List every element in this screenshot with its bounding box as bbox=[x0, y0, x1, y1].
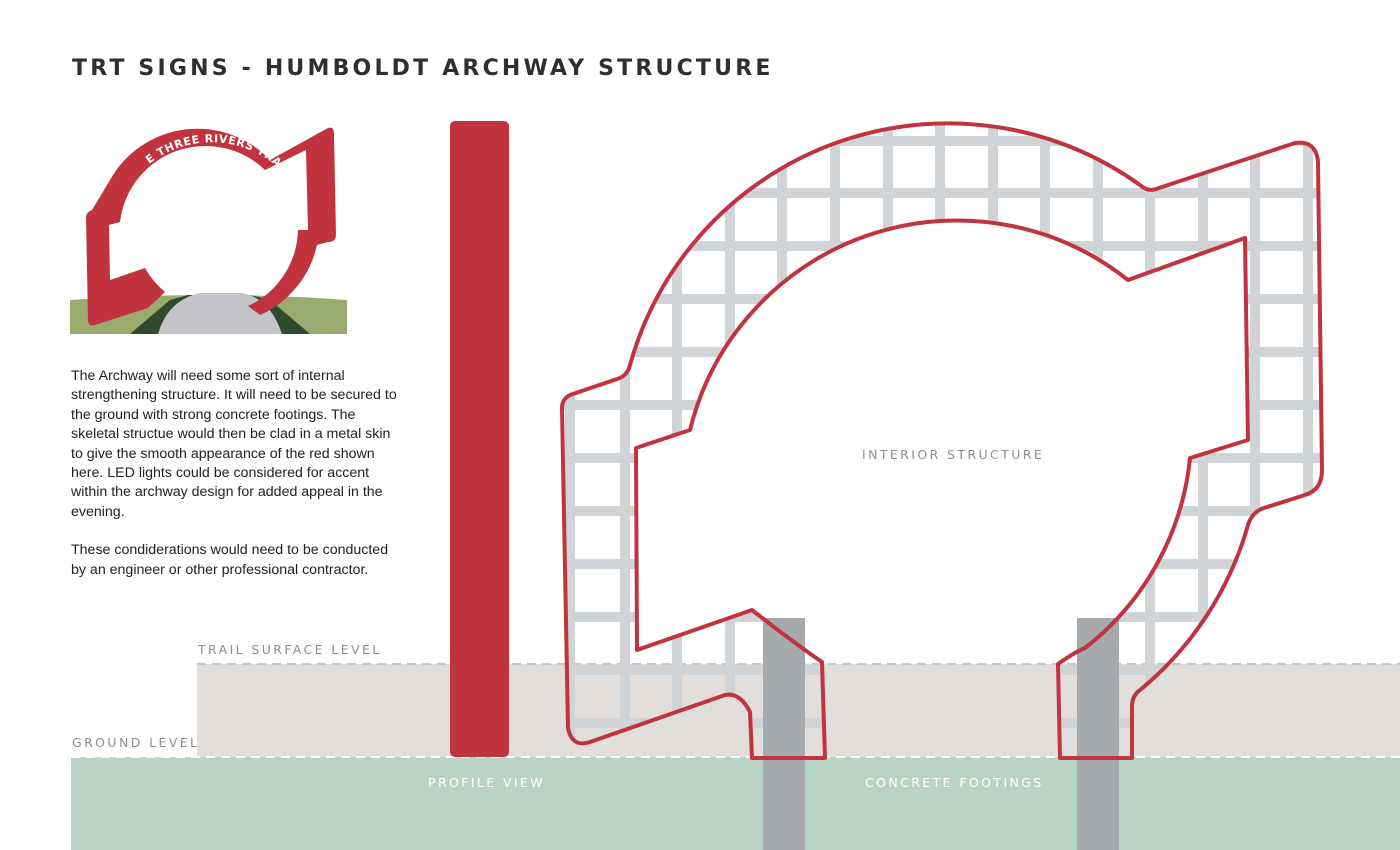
grid-row bbox=[562, 559, 1322, 569]
profile-view-label: PROFILE VIEW bbox=[428, 775, 546, 790]
grid-row bbox=[562, 400, 1322, 410]
thumbnail-arch bbox=[86, 127, 336, 326]
grid-row bbox=[562, 612, 1322, 622]
archway-outline bbox=[560, 121, 1324, 760]
page-title: TRT SIGNS - HUMBOLDT ARCHWAY STRUCTURE bbox=[72, 56, 774, 81]
trail-surface-level-label: TRAIL SURFACE LEVEL bbox=[198, 642, 382, 657]
grid-column bbox=[565, 123, 575, 758]
thumbnail-path bbox=[158, 293, 282, 334]
grid-row bbox=[562, 506, 1322, 516]
grid-column bbox=[672, 123, 682, 758]
concrete-footings-label: CONCRETE FOOTINGS bbox=[865, 775, 1044, 790]
grid-row bbox=[562, 188, 1322, 198]
description: The Archway will need some sort of inter… bbox=[71, 367, 401, 599]
description-paragraph-2: These condiderations would need to be co… bbox=[71, 542, 389, 578]
interior-structure-label: INTERIOR STRUCTURE bbox=[862, 447, 1045, 462]
description-paragraph-1: The Archway will need some sort of inter… bbox=[71, 368, 397, 520]
grid-row bbox=[562, 136, 1322, 146]
grid-row bbox=[562, 347, 1322, 357]
concrete-footing-right bbox=[1077, 618, 1119, 850]
ground-level-label: GROUND LEVEL bbox=[72, 735, 200, 750]
grid-column bbox=[1250, 123, 1260, 758]
grid-column bbox=[1303, 123, 1313, 758]
grid-column bbox=[620, 123, 630, 758]
profile-view-bar bbox=[450, 121, 509, 757]
concrete-footing-left bbox=[763, 618, 805, 850]
ground bbox=[71, 757, 1400, 850]
archway-thumbnail: THE THREE RIVERS TRAIL bbox=[70, 120, 347, 334]
